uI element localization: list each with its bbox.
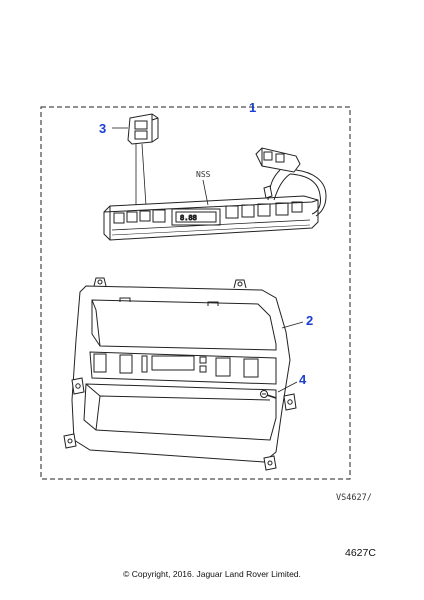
part-1-control-module: 8.88 xyxy=(103,143,327,241)
copyright-notice: © Copyright, 2016. Jaguar Land Rover Lim… xyxy=(123,569,301,579)
part-4-screw xyxy=(260,381,298,399)
svg-text:8.88: 8.88 xyxy=(180,214,197,222)
nss-label: NSS xyxy=(196,170,211,179)
callout-4: 4 xyxy=(299,372,307,387)
callout-3: 3 xyxy=(99,121,106,136)
callout-2: 2 xyxy=(306,313,313,328)
diagram-reference: VS4627/ xyxy=(336,493,372,503)
page-code: 4627C xyxy=(345,547,376,559)
part-2-fascia-bezel xyxy=(63,277,304,471)
callout-1: 1 xyxy=(249,100,256,115)
assembly-boundary xyxy=(40,106,351,480)
part-3-switch-knob xyxy=(127,113,159,145)
